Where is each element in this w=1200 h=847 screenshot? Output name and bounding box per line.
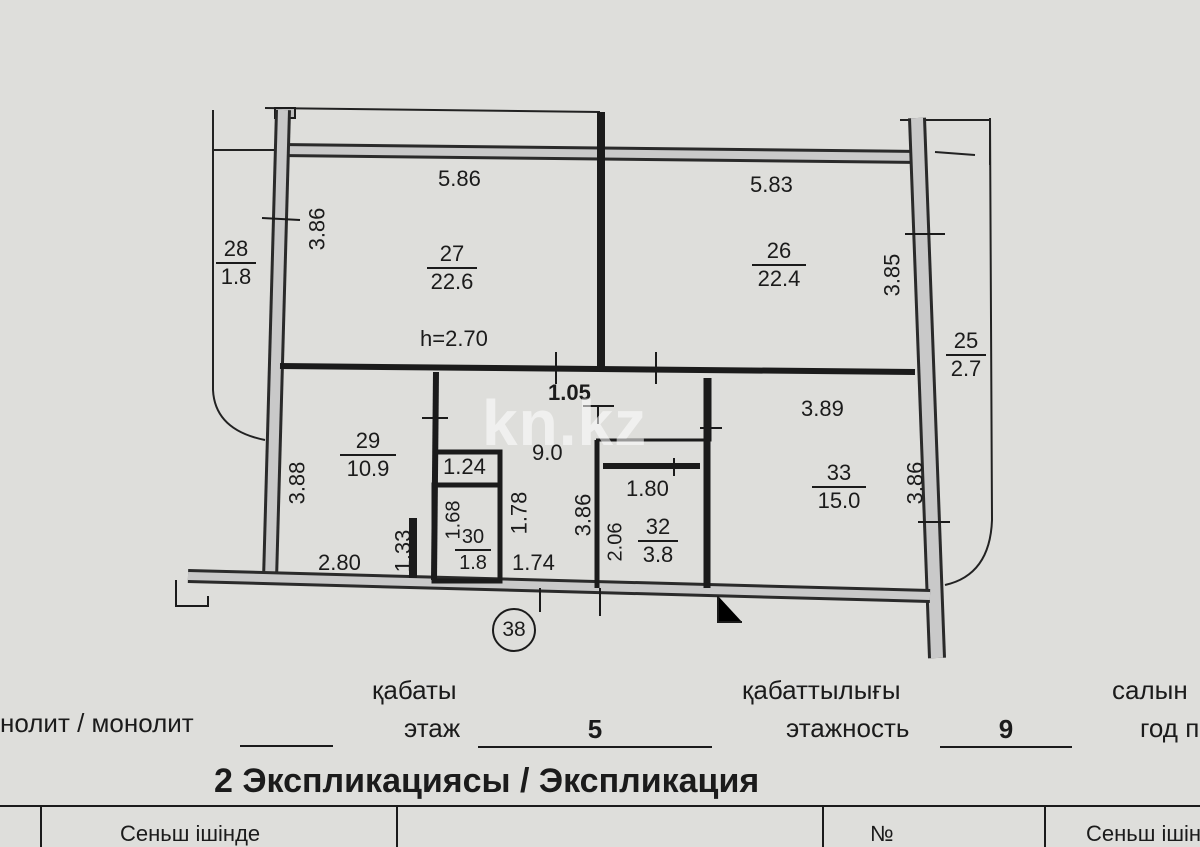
wall-right-fill [911, 117, 943, 659]
wall-bottom-fill [187, 572, 931, 600]
storeys-kz: қабаттылығы [742, 675, 901, 705]
corridor-dim-right: 3.86 [570, 493, 596, 537]
room-33-number: 33 [812, 462, 866, 488]
table-divider-3 [822, 807, 824, 847]
table-col-3: Сеньш ішіне [1086, 821, 1200, 846]
wall-mid-horizontal [279, 363, 916, 375]
balcony-right-outline [944, 117, 994, 586]
balcony-28-label: 28 1.8 [216, 238, 256, 288]
room-29-area: 10.9 [346, 456, 390, 481]
explication-heading: 2 Экспликациясы / Экспликация [214, 762, 760, 800]
tick-bottom-2 [717, 596, 742, 623]
table-col-1: Сеньш ішінде [120, 821, 261, 846]
tick-left-1 [261, 217, 301, 221]
corridor-dim-top: 1.05 [548, 380, 591, 405]
room-26-label: 26 22.4 [752, 240, 806, 290]
room-27-height: 3.86 [304, 207, 330, 251]
room-29-door-dim: 1.33 [390, 529, 416, 573]
year-kz: салын [1112, 675, 1188, 705]
explication-table-header: Сеньш ішінде № Сеньш ішіне [0, 805, 1200, 847]
room-32-area: 3.8 [642, 542, 674, 567]
balcony-28-number: 28 [216, 238, 256, 264]
room-27-number: 27 [427, 243, 477, 269]
table-divider-1 [40, 807, 42, 847]
balcony-left-outline [212, 110, 266, 441]
room-27-area: 22.6 [430, 269, 474, 294]
wall-left-fill [265, 109, 288, 581]
floor-kz: қабаты [372, 675, 457, 705]
corridor-dim-bottom: 1.74 [512, 550, 555, 575]
room-30-number: 30 [455, 527, 491, 551]
room-30-label: 30 1.8 [455, 527, 491, 573]
room-27-width: 5.86 [438, 166, 481, 191]
table-col-2: № [870, 821, 894, 846]
balcony-25-label: 25 2.7 [946, 330, 986, 380]
corridor-dim-left: 1.78 [506, 491, 532, 535]
room-30-area: 1.8 [459, 552, 487, 574]
balcony-25-area: 2.7 [950, 356, 982, 381]
room-33-width: 3.89 [801, 396, 844, 421]
ceiling-height: h=2.70 [420, 326, 488, 351]
material-underline [240, 745, 333, 747]
room-32-height: 2.06 [604, 522, 627, 562]
room-26-width: 5.83 [750, 172, 793, 197]
room-26-area: 22.4 [757, 266, 801, 291]
room-29-number: 29 [340, 430, 396, 456]
room-32-number: 32 [638, 516, 678, 542]
storeys-value: 9 [940, 716, 1072, 748]
room-32-width: 1.80 [626, 476, 669, 501]
room-33-height: 3.86 [902, 461, 928, 505]
year-ru: год п [1140, 713, 1200, 743]
table-divider-4 [1044, 807, 1046, 847]
wall-bottom-left-stub [175, 580, 209, 607]
walls [175, 107, 946, 659]
top-outline [264, 107, 601, 113]
room-26-number: 26 [752, 240, 806, 266]
outer-balcony-outlines [212, 107, 994, 586]
storeys-ru: этажность [786, 713, 910, 743]
room-29-height: 3.88 [284, 461, 310, 505]
material-text: нолит / монолит [0, 708, 194, 738]
corridor-area: 9.0 [532, 440, 563, 465]
watermark: kn.kz [482, 387, 648, 459]
room-32-label: 32 3.8 [638, 516, 678, 566]
table-divider-2 [396, 807, 398, 847]
room-29-width: 2.80 [318, 550, 361, 575]
floor-ru: этаж [404, 713, 461, 743]
room-26-height: 3.85 [879, 253, 905, 297]
balcony-right-top [934, 151, 976, 156]
room-27-label: 27 22.6 [427, 243, 477, 293]
balcony-28-area: 1.8 [220, 264, 252, 289]
wall-bathroom-30 [431, 482, 503, 584]
room-29-label: 29 10.9 [340, 430, 396, 480]
floor-value: 5 [478, 716, 712, 748]
wall-bathroom-top [434, 449, 503, 485]
room-33-area: 15.0 [817, 488, 861, 513]
wall-corridor-notch [596, 378, 712, 442]
balcony-25-number: 25 [946, 330, 986, 356]
balcony-left-top [212, 110, 290, 151]
door-ticks [261, 112, 950, 623]
entry-marker: 38 [492, 608, 536, 652]
room-30-width: 1.24 [443, 454, 486, 479]
room-33-label: 33 15.0 [812, 462, 866, 512]
